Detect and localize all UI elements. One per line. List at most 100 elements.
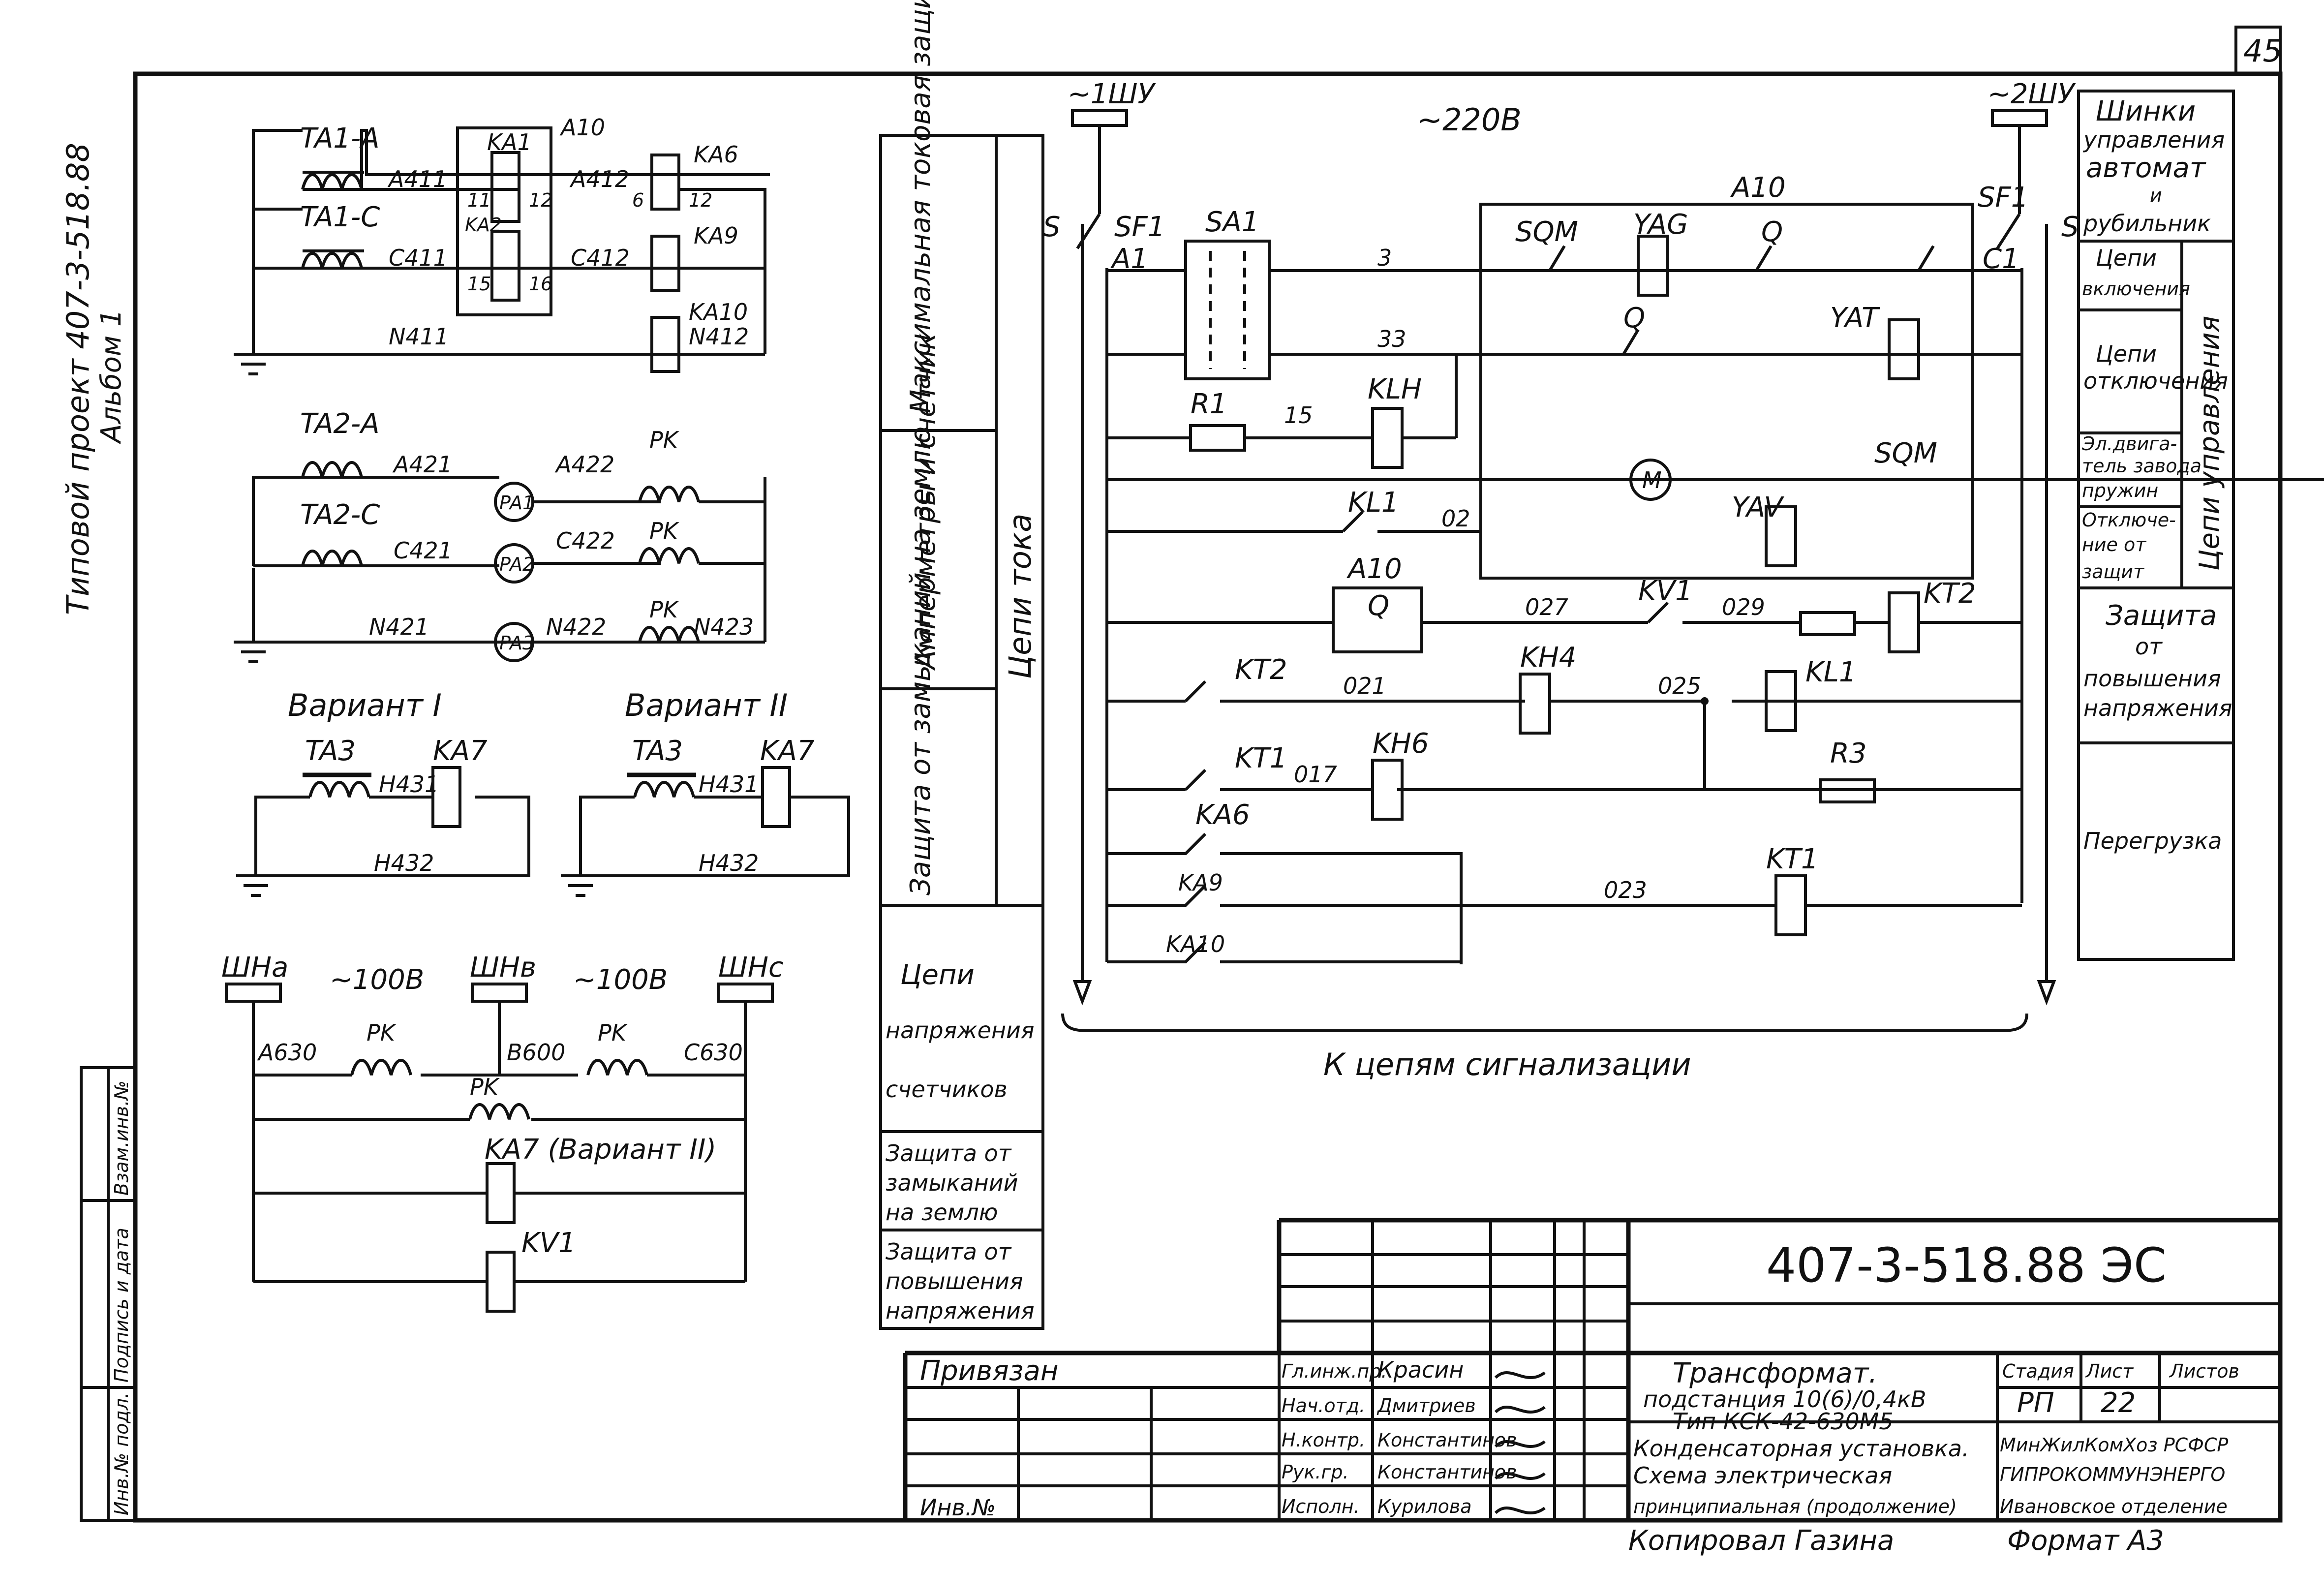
drawing-code: 407-3-518.88 ЭС <box>1766 1238 2167 1293</box>
label-sf1-right: SF1 <box>1978 182 2028 214</box>
label-a422: A422 <box>554 451 614 478</box>
net-023: 023 <box>1604 877 1647 903</box>
label-closing-2: включения <box>2082 278 2190 300</box>
switch-sa1 <box>1184 240 1271 380</box>
label-a630: A630 <box>257 1039 317 1066</box>
label-n423: N423 <box>694 614 754 640</box>
format: Формат А3 <box>2007 1525 2164 1557</box>
label-variant2: Вариант II <box>625 687 788 723</box>
label-overv-r-3: повышения <box>2083 665 2221 692</box>
object-0: Трансформат. <box>1673 1357 1877 1389</box>
value-stage: РП <box>2017 1387 2054 1419</box>
label-overv-1: Защита от <box>886 1238 1012 1265</box>
label-klh: KLH <box>1368 373 1422 405</box>
label-s-left: S <box>1043 211 1061 243</box>
project-label: Типовой проект 407-3-518.88 <box>60 143 96 615</box>
bus-sha <box>225 983 282 1003</box>
net-027: 027 <box>1525 594 1568 620</box>
label-q-1: Q <box>1761 216 1783 248</box>
label-pa1: PA1 <box>499 492 534 514</box>
stamp-inv: Инв.№ подл. <box>111 1392 132 1515</box>
stamp-replace: Взам.инв.№ <box>111 1080 132 1196</box>
function-columns: Максимальная токовая защита, перегрузка … <box>879 0 1044 1330</box>
net-025: 025 <box>1658 673 1701 699</box>
term-11: 11 <box>467 189 491 211</box>
label-c421: C421 <box>394 537 453 564</box>
label-1shu: ~1ШУ <box>1068 78 1156 110</box>
label-current-circuits: Цепи тока <box>1002 514 1038 679</box>
label-sqm-1: SQM <box>1515 216 1578 248</box>
title-1: Схема электрическая <box>1633 1462 1892 1489</box>
label-100v-2: ~100В <box>573 964 668 996</box>
org-2: Ивановское отделение <box>2000 1496 2228 1517</box>
label-max-current: Максимальная токовая защита, перегрузка <box>905 0 937 413</box>
org-1: ГИПРОКОММУНЭНЕРГО <box>2000 1464 2225 1485</box>
label-tripping-2: отключения <box>2083 368 2228 394</box>
hdr-sheets: Листов <box>2169 1360 2239 1382</box>
title-0: Конденсаторная установка. <box>1633 1435 1969 1462</box>
label-kt2-r: KT2 <box>1924 578 1976 610</box>
label-overv-3: напряжения <box>886 1297 1035 1324</box>
stamp-sign: Подпись и дата <box>111 1228 132 1383</box>
resistor-r1 <box>1189 424 1246 452</box>
label-voltage-1: Цепи <box>900 959 975 991</box>
hdr-stage: Стадия <box>2002 1360 2074 1382</box>
label-kt2-c: KT2 <box>1235 654 1287 686</box>
label-r1: R1 <box>1191 388 1227 420</box>
label-overv-r-4: напряжения <box>2083 695 2232 721</box>
label-closing-1: Цепи <box>2096 245 2157 271</box>
label-n411: N411 <box>389 323 449 350</box>
label-pk-1: PK <box>649 427 680 453</box>
label-buses-5: рубильник <box>2083 210 2211 237</box>
label-ta3-v1: TA3 <box>305 735 356 767</box>
label-n412: N412 <box>689 323 749 350</box>
label-c412: C412 <box>571 245 630 271</box>
label-yav: YAV <box>1732 492 1784 523</box>
object-1: подстанция 10(6)/0,4кВ <box>1643 1386 1926 1413</box>
label-to-signalling: К цепям сигнализации <box>1323 1046 1691 1082</box>
coil-yav <box>1765 505 1797 567</box>
role-1: Нач.отд. <box>1282 1395 1365 1416</box>
term-12: 12 <box>529 189 552 211</box>
album-label: Альбом 1 <box>95 309 127 444</box>
label-buses-3: автомат <box>2086 152 2206 184</box>
relay-ka7-v1 <box>431 766 461 828</box>
label-ka7-v1: KA7 <box>433 735 488 767</box>
label-ka9-r: KA9 <box>694 222 738 249</box>
relay-kv1 <box>486 1251 516 1313</box>
breaker-a10-box <box>1479 203 1974 580</box>
title-2: принципиальная (продолжение) <box>1633 1496 1957 1517</box>
contact-a10-q <box>1332 586 1423 653</box>
role-3: Рук.гр. <box>1282 1461 1349 1483</box>
label-control-circuits: Цепи управления <box>2194 316 2226 571</box>
label-a421: A421 <box>392 451 452 478</box>
bus-1shu <box>1071 109 1128 127</box>
relay-kt2 <box>1888 591 1920 653</box>
role-4: Исполн. <box>1282 1496 1360 1517</box>
label-kl1-r: KL1 <box>1805 656 1857 688</box>
label-buses-4: и <box>2150 185 2162 206</box>
net-15: 15 <box>1284 402 1313 429</box>
label-ka10-r: KA10 <box>689 299 748 325</box>
label-h431-v1: H431 <box>379 771 439 798</box>
label-ka9-c: KA9 <box>1178 869 1223 896</box>
relay-ka7-v <box>486 1162 516 1224</box>
term-16: 16 <box>529 273 552 295</box>
net-02: 02 <box>1441 505 1470 532</box>
label-ta1a: TA1-A <box>300 123 380 154</box>
net-33: 33 <box>1377 326 1407 352</box>
term-12a: 12 <box>689 189 712 211</box>
label-sha: ШНа <box>221 952 288 984</box>
label-n421: N421 <box>369 614 429 640</box>
relay-ka1 <box>490 151 520 223</box>
label-c422: C422 <box>556 527 615 554</box>
label-overv-r-1: Защита <box>2106 600 2217 632</box>
label-pk-v3: PK <box>470 1074 500 1100</box>
label-a10-q: A10 <box>1346 553 1402 585</box>
label-kh6: KH6 <box>1373 728 1429 760</box>
bus-shb <box>471 983 528 1003</box>
label-voltage-2: напряжения <box>886 1017 1035 1044</box>
label-ta1c: TA1-C <box>300 201 380 233</box>
